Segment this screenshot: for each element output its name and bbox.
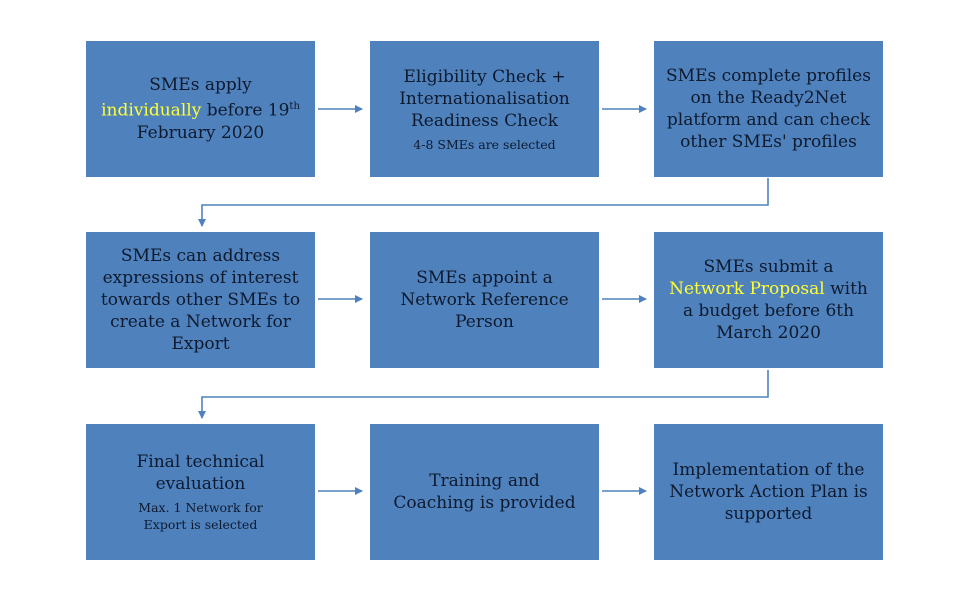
step-expressions-of-interest: SMEs can address expressions of interest… [86, 232, 315, 368]
step-2-note: 4-8 SMEs are selected [413, 136, 556, 152]
step-complete-profiles: SMEs complete profiles on the Ready2Net … [654, 41, 883, 177]
step-final-evaluation: Final technical evaluation Max. 1 Networ… [86, 424, 315, 560]
step-7-note: Max. 1 Network for Export is selected [138, 500, 263, 532]
step-implementation: Implementation of the Network Action Pla… [654, 424, 883, 560]
step-6-text: SMEs submit a Network Proposal with a bu… [669, 257, 868, 343]
arrow-3-4 [198, 178, 769, 227]
step-submit-network-proposal: SMEs submit a Network Proposal with a bu… [654, 232, 883, 368]
step-8-title: Training and Coaching is provided [393, 471, 576, 513]
step-apply-individually: SMEs apply individually before 19th Febr… [86, 41, 315, 177]
highlight-individually: individually [101, 100, 202, 121]
step-7-title: Final technical evaluation [136, 452, 265, 494]
arrow-6-7 [198, 370, 769, 419]
step-9-title: Implementation of the Network Action Pla… [669, 460, 868, 524]
step-1-text: SMEs apply individually before 19th Febr… [101, 75, 300, 143]
step-2-title: Eligibility Check + Internationalisation… [399, 66, 570, 131]
step-eligibility-check: Eligibility Check + Internationalisation… [370, 41, 599, 177]
step-4-title: SMEs can address expressions of interest… [100, 246, 301, 354]
highlight-network-proposal: Network Proposal [669, 279, 825, 299]
step-appoint-reference-person: SMEs appoint a Network Reference Person [370, 232, 599, 368]
step-3-title: SMEs complete profiles on the Ready2Net … [666, 66, 871, 152]
step-training-coaching: Training and Coaching is provided [370, 424, 599, 560]
step-5-title: SMEs appoint a Network Reference Person [400, 268, 569, 332]
